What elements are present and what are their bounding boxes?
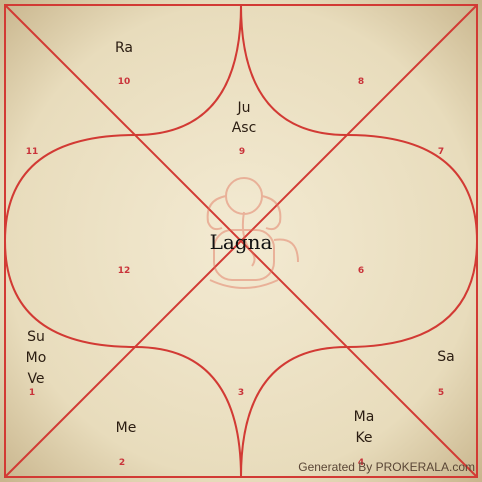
curve-top-left-upper bbox=[134, 4, 242, 136]
curve-bottom-left bbox=[134, 346, 242, 478]
house-1-number: 1 bbox=[29, 388, 35, 398]
house-10-planet-1: Ra bbox=[115, 40, 133, 56]
house-4-number: 4 bbox=[358, 458, 364, 468]
house-2-planet-1: Me bbox=[116, 420, 137, 436]
house-7-number: 7 bbox=[438, 147, 444, 157]
house-1-planet-1: Su bbox=[27, 329, 45, 345]
center-label: Lagna bbox=[210, 230, 273, 254]
house-11-number: 11 bbox=[26, 147, 39, 157]
house-12-number: 12 bbox=[118, 266, 131, 276]
house-5-number: 5 bbox=[438, 388, 444, 398]
house-5-planet-1: Sa bbox=[437, 349, 454, 365]
house-9-planet-2: Asc bbox=[232, 120, 257, 136]
curve-left-upper bbox=[4, 134, 136, 242]
house-8-number: 8 bbox=[358, 77, 364, 87]
curve-top-right-upper bbox=[240, 4, 348, 136]
curve-right-lower bbox=[346, 240, 478, 348]
ganesha-icon bbox=[206, 177, 299, 289]
house-3-number: 3 bbox=[238, 388, 244, 398]
house-4-planet-2: Ke bbox=[355, 430, 372, 446]
house-6-number: 6 bbox=[358, 266, 364, 276]
house-9-planet-1: Ju bbox=[236, 100, 250, 116]
house-1-planet-2: Mo bbox=[26, 350, 47, 366]
curve-left-lower bbox=[4, 240, 136, 348]
curve-bottom-right bbox=[240, 346, 348, 478]
house-10-number: 10 bbox=[118, 77, 131, 87]
house-4-planet-1: Ma bbox=[354, 409, 375, 425]
house-2-number: 2 bbox=[119, 458, 125, 468]
diagonal-line-anti bbox=[4, 4, 478, 478]
house-9-number: 9 bbox=[239, 147, 245, 157]
curve-right-upper bbox=[346, 134, 478, 242]
footer-credit: Generated By PROKERALA.com bbox=[298, 460, 475, 474]
house-1-planet-3: Ve bbox=[27, 371, 44, 387]
